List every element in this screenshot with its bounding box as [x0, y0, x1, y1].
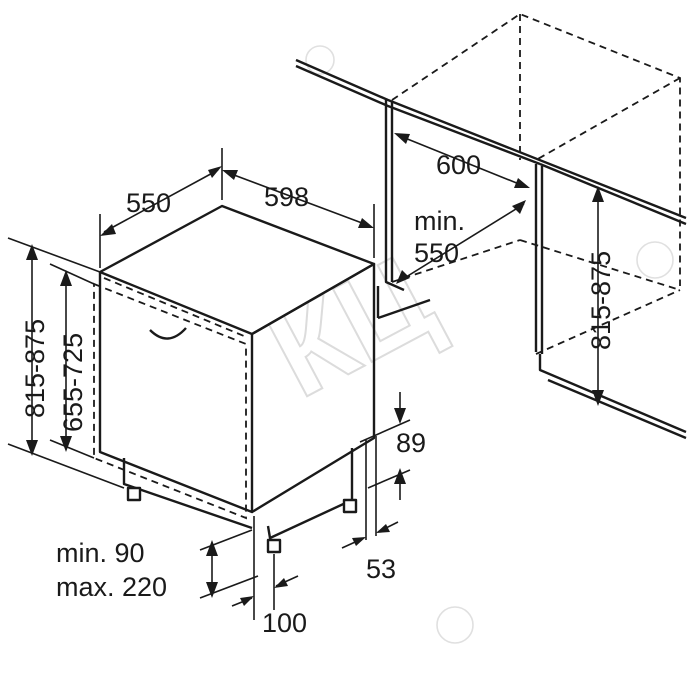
total-height-dimension: 815-875 [7, 237, 125, 489]
niche-depth-dimension: min. 550 [396, 200, 526, 284]
plinth-depth-label: 53 [366, 554, 396, 584]
foot-min-label: min. 90 [56, 538, 145, 568]
watermark-seal [305, 45, 674, 644]
foot-height-dimension: min. 90 max. 220 [56, 529, 259, 602]
niche-height-dimension: 815-875 [586, 186, 616, 406]
plinth-depth-dimension: 53 [341, 521, 399, 584]
door-height-dimension: 655-725 [49, 263, 95, 459]
foot-depth-label: 100 [262, 608, 307, 638]
width-label: 598 [264, 182, 309, 212]
depth-dimension: 550 [99, 148, 223, 268]
depth-label: 550 [126, 188, 171, 218]
niche-width-dimension: 600 [394, 133, 530, 188]
dishwasher-body [93, 204, 376, 554]
plinth-height-dimension: 89 [359, 392, 426, 540]
niche-height-label: 815-875 [586, 251, 616, 350]
foot-depth-dimension: 100 [231, 516, 307, 638]
niche-depth-label-2: 550 [414, 238, 459, 268]
foot-max-label: max. 220 [56, 572, 167, 602]
width-dimension: 598 [222, 170, 375, 258]
niche-width-label: 600 [436, 150, 481, 180]
door-height-label: 655-725 [58, 333, 88, 432]
niche-depth-label-1: min. [414, 206, 465, 236]
total-height-label: 815-875 [20, 319, 50, 418]
plinth-height-label: 89 [396, 428, 426, 458]
cabinet-niche [295, 12, 687, 440]
